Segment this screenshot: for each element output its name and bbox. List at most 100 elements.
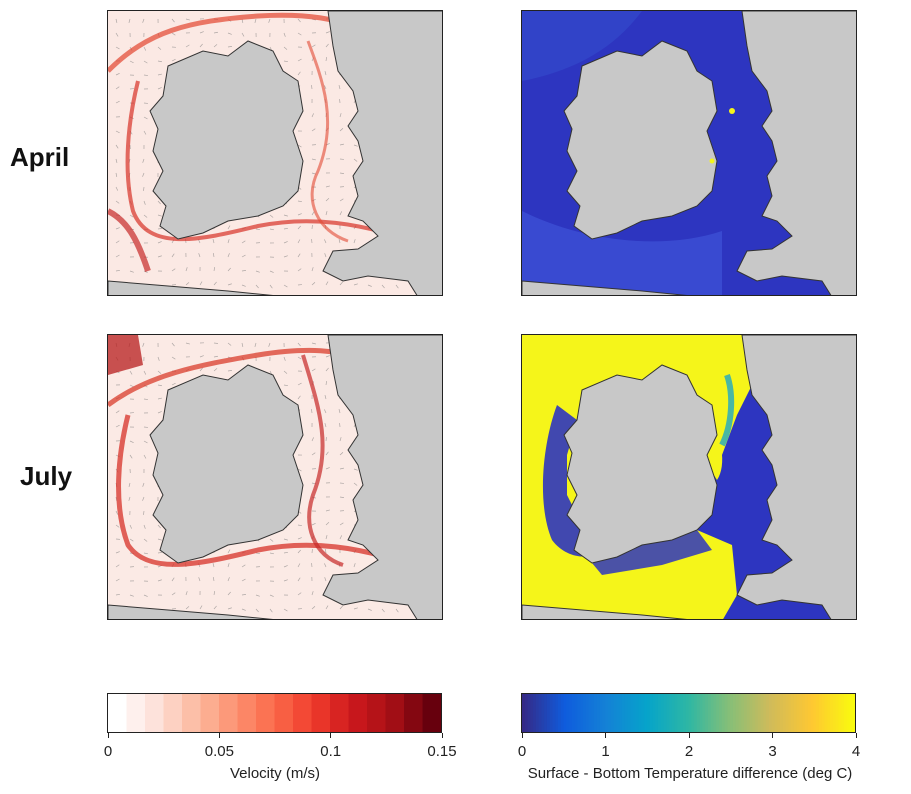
colorbar-swatch [821,694,826,732]
colorbar-swatch [660,694,665,732]
colorbar-swatch [608,694,612,732]
colorbar-tickmark [521,733,523,738]
colorbar-swatch [599,694,604,732]
colorbar-swatch [549,694,554,732]
colorbar-swatch [348,694,368,732]
colorbar-swatch [744,694,748,732]
colorbar-swatch [757,694,762,732]
colorbar-swatch [544,694,548,732]
colorbar-swatch [760,694,765,732]
colorbar-swatch [237,694,257,732]
colorbar-swatch [630,694,634,732]
colorbar-swatch [546,694,551,732]
colorbar-swatch [832,694,837,732]
land-ireland [149,364,304,564]
colorbar-velocity [107,693,442,733]
colorbar-swatch [713,694,717,732]
colorbar-tickmark [772,733,773,738]
colorbar-swatch [793,694,798,732]
colorbar-swatch [802,694,806,732]
colorbar-swatch [527,694,531,732]
colorbar-swatch [852,694,855,732]
colorbar-swatch [646,694,651,732]
colorbar-swatch [596,694,601,732]
colorbar-swatch [638,694,642,732]
colorbar-swatch [780,694,784,732]
land-great-britain [322,11,442,295]
colorbar-swatch [574,694,579,732]
colorbar-swatch [182,694,202,732]
row-label-april: April [10,142,70,172]
colorbar-tick-label: 0.15 [427,743,457,760]
colorbar-swatch [835,694,839,732]
colorbar-swatch [621,694,626,732]
colorbar-swatch [256,694,276,732]
colorbar-swatch [163,694,183,732]
colorbar-swatch [849,694,853,732]
colorbar-swatch [830,694,834,732]
colorbar-swatch [763,694,767,732]
land-great-britain [736,335,856,619]
colorbar-swatch [422,694,441,732]
colorbar-temperature-label: Surface - Bottom Temperature difference … [527,765,853,782]
colorbar-swatch [705,694,709,732]
colorbar-swatch [796,694,801,732]
colorbar-swatch [741,694,745,732]
colorbar-swatch [774,694,778,732]
colorbar-tickmark [441,733,443,738]
colorbar-swatch [724,694,728,732]
colorbar-swatch [566,694,570,732]
land-great-britain [736,11,856,295]
colorbar-swatch [799,694,803,732]
colorbar-swatch [727,694,731,732]
row-label-july: July [20,461,73,491]
colorbar-swatch [657,694,662,732]
panel-july-velocity [107,334,443,620]
colorbar-swatch [738,694,742,732]
colorbar-swatch [805,694,809,732]
colorbar-swatch [694,694,698,732]
colorbar-swatch [707,694,712,732]
colorbar-swatch [671,694,676,732]
colorbar-swatch [555,694,559,732]
colorbar-tick-label: 1 [601,743,610,760]
colorbar-swatch [702,694,706,732]
colorbar-swatch [552,694,556,732]
colorbar-swatch [827,694,831,732]
panel-july-temperature [521,334,857,620]
colorbar-swatch [663,694,667,732]
colorbar-swatch [541,694,545,732]
colorbar-swatch [813,694,817,732]
colorbar-swatch [838,694,842,732]
colorbar-swatch [624,694,629,732]
colorbar-tickmark [330,733,332,738]
land-ireland [563,364,718,564]
colorbar-swatch [219,694,239,732]
colorbar-swatch [710,694,715,732]
colorbar-swatch [605,694,609,732]
colorbar-tickmark [107,733,109,738]
colorbar-swatch [610,694,615,732]
colorbar-tickmark [605,733,606,738]
colorbar-tick-label: 0.05 [204,743,234,760]
colorbar-swatch [749,694,753,732]
colorbar-tick-label: 0 [517,743,527,760]
colorbar-swatch [655,694,659,732]
colorbar-swatch [613,694,617,732]
colorbar-swatch [685,694,690,732]
colorbar-swatch [108,694,128,732]
colorbar-swatch [535,694,540,732]
colorbar-swatch [577,694,581,732]
colorbar-swatch [682,694,687,732]
colorbar-swatch [810,694,814,732]
colorbar-swatch [674,694,678,732]
colorbar-swatch [652,694,656,732]
colorbar-swatch [816,694,820,732]
colorbar-swatch [730,694,734,732]
colorbar-swatch [522,694,526,732]
colorbar-swatch [677,694,681,732]
colorbar-tick-label: 3 [768,743,777,760]
colorbar-swatch [530,694,534,732]
colorbar-swatch [716,694,720,732]
colorbar-swatch [200,694,220,732]
